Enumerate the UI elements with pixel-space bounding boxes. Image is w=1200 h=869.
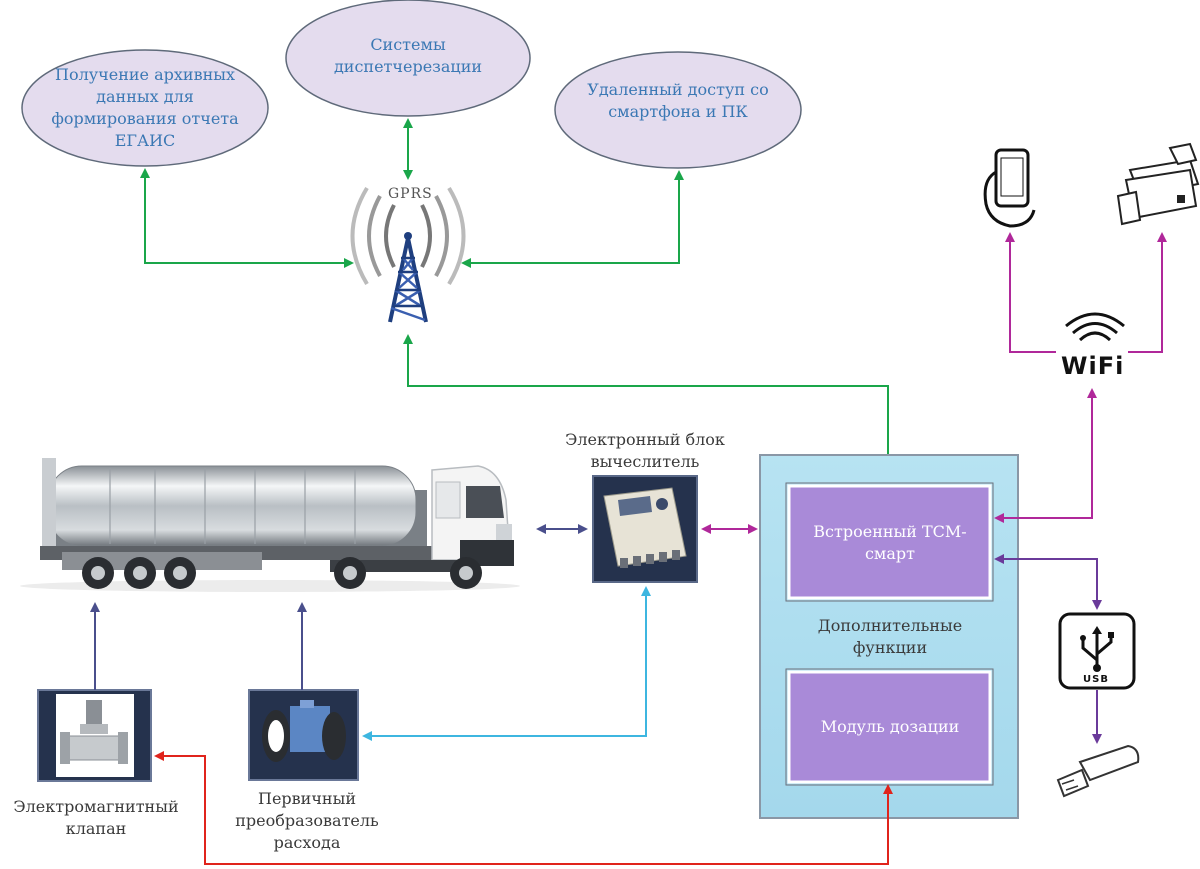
gprs-tower-icon	[350, 186, 466, 323]
red-connectors	[154, 751, 893, 865]
ellipse-dispatch	[285, 0, 531, 117]
tcm-box-text: Встроенный ТСМ-смарт	[813, 522, 967, 563]
ellipse-remote-text: Удаленный доступ со смартфона и ПК	[587, 80, 769, 121]
arrow-tcm-wifi	[994, 388, 1097, 523]
printer-icon	[1116, 142, 1200, 226]
arrow-wifi-phone	[1005, 232, 1056, 353]
tcm-box	[785, 482, 994, 602]
ellipse-dispatch-text: Системы диспетчерезации	[333, 35, 483, 76]
usb-label: USB	[1083, 674, 1109, 685]
ellipse-remote	[554, 51, 802, 169]
purple-connectors	[994, 554, 1102, 744]
flow-label: Первичный преобразователь расхода	[235, 789, 379, 852]
ellipse-archive	[21, 49, 269, 167]
usb-icon	[1058, 612, 1136, 690]
navy-connectors	[90, 524, 588, 690]
tanker-truck-image	[20, 458, 520, 592]
flow-meter-image	[248, 689, 359, 781]
wifi-icon	[1065, 312, 1125, 342]
valve-label: Электромагнитный клапан	[13, 797, 179, 838]
arrow-computer-flow	[362, 586, 651, 741]
green-connectors	[140, 118, 893, 488]
dosing-box-text: Модуль дозации	[820, 717, 960, 736]
usb-flash-drive-icon	[1056, 744, 1140, 798]
computer-label: Электронный блок вычеслитель	[565, 430, 725, 471]
arrow-remote-gprs	[461, 170, 684, 268]
ellipse-archive-text: Получение архивных данных для формирован…	[51, 65, 239, 150]
arrow-archive-gprs	[140, 168, 354, 268]
computer-unit-image	[592, 475, 698, 583]
cyan-connectors	[362, 586, 651, 741]
magenta-connectors	[701, 232, 1167, 534]
valve-image	[37, 689, 152, 782]
arrow-tcm-gprs	[403, 334, 893, 488]
wifi-label: WiFi	[1061, 352, 1125, 380]
smartphone-icon	[983, 148, 1036, 228]
extra-functions-label: Дополнительные функции	[817, 616, 963, 657]
arrow-tcm-usb	[994, 554, 1102, 610]
arrow-wifi-printer	[1128, 232, 1167, 353]
arrow-dosing-valve	[154, 751, 893, 865]
gprs-label: GPRS	[388, 186, 433, 202]
